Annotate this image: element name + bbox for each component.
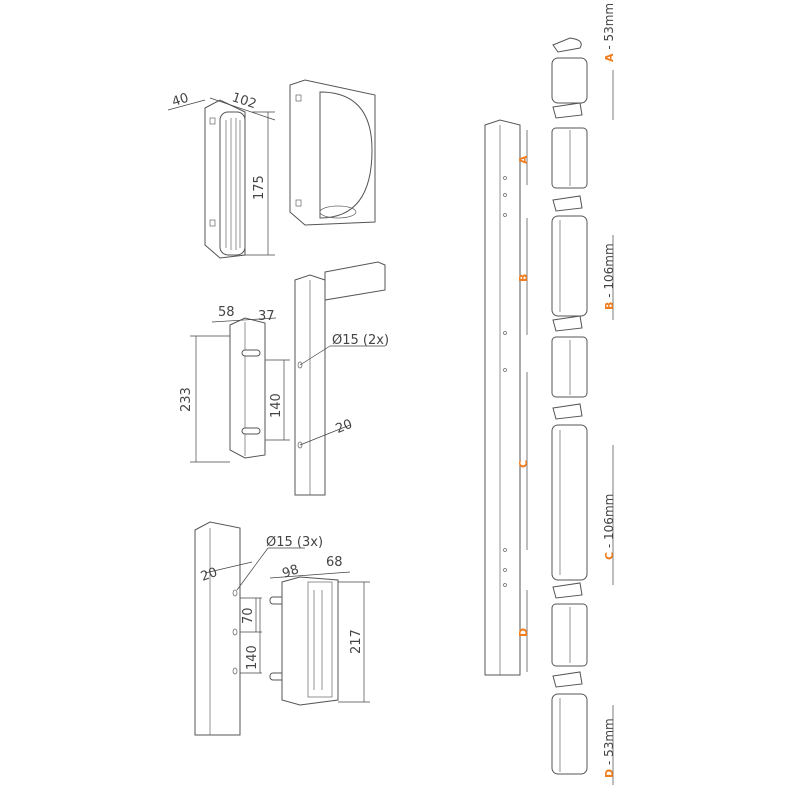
post-section-a: A [517, 155, 530, 164]
bracket-2x-offset-label: 20 [334, 417, 355, 437]
bracket-3x-offset-label: 20 [199, 565, 220, 585]
bracket-3x-hole-label: Ø15 (3x) [266, 535, 323, 550]
bracket-2x-spacing-label: 140 [269, 393, 284, 418]
handle-height-label: 175 [252, 175, 267, 200]
bracket-3x-height-label: 217 [349, 629, 364, 654]
post-section-c: C [517, 460, 530, 468]
handle-front-view [204, 99, 246, 259]
bracket-3x-spacing-large-label: 140 [245, 645, 260, 670]
handle-width-label: 40 [170, 91, 190, 110]
bracket-3x-spacing-small-label: 70 [241, 607, 256, 624]
post-with-arm [294, 261, 386, 496]
bracket-3x-depth-label: 68 [326, 555, 343, 570]
bracket-2x-depth-label: 37 [258, 309, 275, 324]
bracket-2x-hole-label: Ø15 (2x) [332, 333, 389, 348]
bracket-3x-view [194, 521, 370, 736]
dimension-lines-handle [167, 97, 276, 256]
bracket-2x-view [190, 317, 290, 463]
tall-post [484, 119, 528, 676]
extension-label-c: C - 106mm [602, 494, 616, 560]
handle-rear-view [289, 79, 376, 226]
bracket-2x-width-label: 58 [218, 305, 235, 320]
post-section-b: B [517, 274, 530, 282]
handle-depth-label: 102 [230, 90, 258, 112]
bracket-3x-width-label: 98 [280, 562, 300, 581]
bracket-2x-height-label: 233 [179, 387, 194, 412]
post-section-d: D [517, 628, 530, 637]
extension-label-a: A - 53mm [602, 3, 616, 62]
exploded-components [551, 37, 614, 785]
extension-label-b: B - 106mm [602, 243, 616, 310]
extension-label-d: D - 53mm [602, 718, 616, 778]
